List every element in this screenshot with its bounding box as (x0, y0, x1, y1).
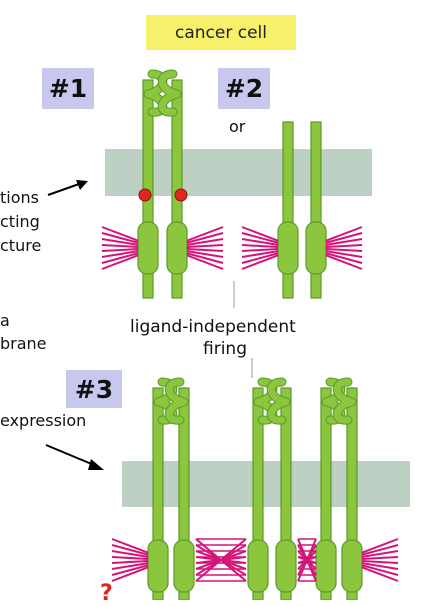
stray-red-mark: ? (100, 581, 113, 606)
ligand-independent-label: ligand-independent (130, 317, 296, 337)
membrane-bottom (122, 461, 410, 507)
receptor-2-left (277, 121, 299, 299)
firing-label: firing (203, 339, 247, 359)
signal-fan-3-left (111, 538, 149, 582)
receptor-3-1-right (164, 377, 195, 600)
signal-cross-3-a (195, 538, 247, 582)
mutations-label-line-2: cting (0, 212, 40, 231)
mutation-arrow (47, 180, 88, 196)
signal-fan-2-left (241, 226, 279, 270)
scenario-3-tag: #3 (66, 370, 122, 408)
cancer-cell-label: cancer cell (146, 15, 296, 50)
scenario-1-tag: #1 (42, 68, 94, 109)
expression-label: expression (0, 411, 87, 430)
signal-fan-1-left (101, 226, 139, 270)
scenario-2-tag: #2 (218, 68, 270, 109)
receptor-1-right (157, 69, 188, 299)
expression-arrow (45, 444, 104, 470)
receptor-3-3-right (332, 377, 363, 600)
signal-cross-3-b (297, 538, 317, 582)
mutations-label-line-1: tions (0, 188, 39, 207)
signal-fan-2-right (325, 226, 363, 270)
mutation-dot-left (138, 188, 152, 202)
signal-fan-3-right (361, 538, 399, 582)
receptor-2-right (305, 121, 327, 299)
receptor-3-3-left (315, 377, 346, 600)
membrane-label-line-2: brane (0, 334, 47, 353)
membrane-label-line-1: a (0, 311, 10, 330)
signal-fan-1-right (186, 226, 224, 270)
receptor-3-1-left (147, 377, 178, 600)
mutation-dot-right (174, 188, 188, 202)
receptor-3-2-right (266, 377, 297, 600)
or-label: or (229, 117, 246, 136)
mutations-label-line-3: cture (0, 236, 42, 255)
